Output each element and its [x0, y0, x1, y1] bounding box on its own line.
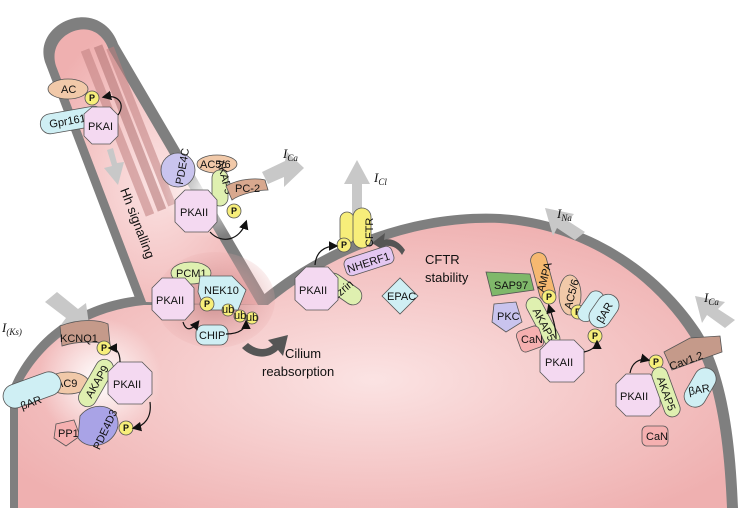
pcm1-label: PCM1: [176, 268, 207, 280]
pde4c: [160, 152, 196, 188]
phospho-label: P: [231, 206, 237, 216]
phospho-label: P: [653, 357, 659, 367]
phospho-label: P: [101, 343, 107, 353]
ac56-na: [558, 274, 582, 316]
phospho-label: P: [123, 423, 129, 433]
pkaii-cav-label: PKAII: [620, 391, 648, 403]
current-arrows: [45, 148, 735, 332]
icl-label: ICl: [373, 170, 387, 187]
pc2: [225, 178, 269, 201]
ina-arrow-icon: [545, 208, 585, 240]
nherf1: [343, 245, 395, 277]
gpr161-complex: Gpr161 AC P PKAI: [39, 78, 122, 145]
pkaii-cilium-label: PKAII: [180, 207, 208, 219]
can-cav-label: CaN: [646, 431, 668, 443]
ica-cav-label: ICa: [703, 290, 719, 307]
pkaii-ks: [107, 361, 153, 405]
cftr-stability-arrow-icon: [372, 233, 405, 255]
can-na: [515, 325, 545, 353]
pc2-complex: PDE4C AC5/6 AKAP5 PC-2 P PKAII: [160, 147, 269, 240]
svg-text:ub: ub: [234, 310, 246, 322]
svg-text:ub: ub: [222, 304, 234, 316]
svg-text:ICl: ICl: [373, 170, 387, 187]
nek10-label: NEK10: [204, 285, 239, 297]
ica-cilium-label: ICa: [282, 146, 298, 163]
pkaii-cftr-label: PKAII: [299, 285, 327, 297]
ubiquitin-chain: ub ub ub: [221, 303, 259, 325]
akap5-cav: [651, 366, 681, 418]
pkaii-na: [539, 339, 585, 383]
ac-cilium: [47, 78, 89, 100]
cftr-stability-label-2: stability: [425, 270, 469, 285]
pkaii-basal: [151, 277, 195, 321]
pkaii-basal-label: PKAII: [156, 295, 184, 307]
epac-label: EPAC: [387, 291, 416, 303]
iks-label: I(Ks): [1, 320, 22, 337]
pkc-label: PKC: [497, 311, 520, 323]
nek10-complex: PCM1 PKAII NEK10 P ub ub ub CHIP: [151, 261, 259, 346]
pkai: [83, 106, 119, 145]
can-cav: [641, 425, 669, 447]
ks-complex: KCNQ1 P AC9 AKAP9 PKAII βAR PP1 PDE4D3 P: [2, 320, 153, 452]
sap97: [485, 271, 535, 297]
chip-label: CHIP: [199, 330, 225, 342]
cav-complex: Cav1.2 P PKAII AKAP5 βAR CaN: [615, 335, 723, 447]
ac9-label: AC9: [56, 378, 77, 390]
phospho-label: P: [204, 299, 210, 309]
cilium-reabsorption-label-2: reabsorption: [262, 364, 334, 379]
pp1: [53, 419, 81, 447]
svg-text:INa: INa: [556, 206, 572, 223]
pkaii-cav: [615, 373, 661, 417]
pkaii-cftr: [294, 266, 339, 311]
phospho-pc2: [226, 203, 242, 219]
cav12-channel: [663, 335, 723, 371]
bar-cav: [683, 367, 717, 408]
phospho-label: P: [546, 292, 552, 302]
sap97-label: SAP97: [494, 280, 528, 292]
pde4d3: [77, 405, 119, 446]
pkc: [491, 301, 523, 333]
bar-cav-label: βAR: [688, 383, 711, 399]
akap9: [78, 358, 114, 408]
na-complex: SAP97 AMPA P AC5/6 P PKC AKAP5 βAR P CaN…: [485, 252, 620, 383]
kcnq1-label: KCNQ1: [60, 333, 98, 345]
chip: [195, 324, 229, 346]
phospho-label: P: [89, 93, 95, 103]
hh-arrow-icon: [104, 148, 124, 185]
pkai-label: PKAI: [88, 121, 113, 133]
cftr-channel: [352, 207, 372, 249]
pp1-label: PP1: [58, 428, 79, 440]
bar-ks: [2, 371, 62, 409]
pkaii-ks-label: PKAII: [113, 379, 141, 391]
svg-text:ub: ub: [246, 312, 258, 324]
pc2-label: PC-2: [235, 183, 260, 195]
phospho-nek10: [199, 296, 215, 312]
ica-cav-arrow-icon: [695, 296, 735, 328]
ica-cilium-arrow-icon: [262, 152, 304, 187]
phospho-label: P: [341, 240, 347, 250]
cftr-label: CFTR: [364, 218, 376, 247]
cftr-stability-label-1: CFTR: [425, 252, 460, 267]
cilium-reabsorption-arrow-icon: [242, 335, 288, 357]
pkaii-cilium: [174, 189, 218, 233]
phospho-label: P: [592, 331, 598, 341]
pkaii-na-label: PKAII: [545, 357, 573, 369]
svg-text:ICa: ICa: [282, 146, 298, 163]
ac56-cilium-label: AC5/6: [200, 159, 231, 171]
svg-text:I(Ks): I(Ks): [1, 320, 22, 337]
phospho-gpr161: [84, 90, 100, 106]
curved-arrows: [242, 233, 405, 357]
cilium-reabsorption-label-1: Cilium: [285, 346, 321, 361]
ac-cilium-label: AC: [61, 84, 76, 96]
svg-text:ICa: ICa: [703, 290, 719, 307]
icl-arrow-icon: [344, 160, 370, 214]
ina-label: INa: [556, 206, 572, 223]
epac: [381, 277, 419, 315]
can-na-label: CaN: [521, 334, 543, 346]
